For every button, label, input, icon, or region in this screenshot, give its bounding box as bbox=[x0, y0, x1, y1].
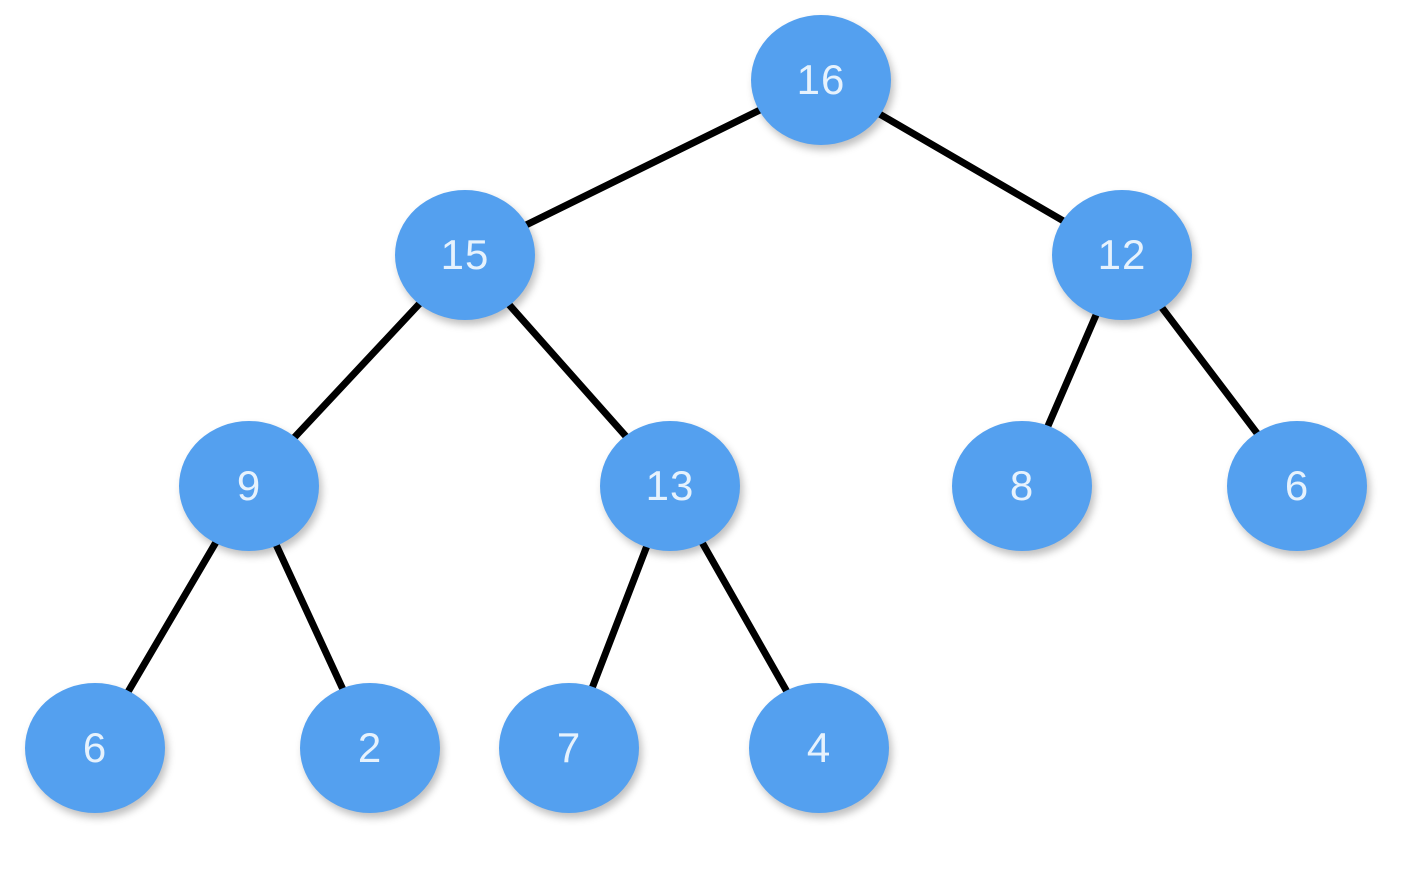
tree-node-n13: 13 bbox=[600, 421, 740, 551]
tree-node-label: 7 bbox=[556, 724, 582, 771]
tree-node-label: 15 bbox=[440, 231, 490, 278]
tree-node-n7: 7 bbox=[499, 683, 639, 813]
tree-node-n2: 2 bbox=[300, 683, 440, 813]
tree-node-label: 8 bbox=[1009, 462, 1035, 509]
tree-node-n6l: 6 bbox=[25, 683, 165, 813]
tree-node-label: 13 bbox=[645, 462, 695, 509]
tree-node-label: 9 bbox=[236, 462, 262, 509]
tree-node-n9: 9 bbox=[179, 421, 319, 551]
tree-node-label: 2 bbox=[357, 724, 383, 771]
tree-node-n4: 4 bbox=[749, 683, 889, 813]
tree-node-n16: 16 bbox=[751, 15, 891, 145]
tree-node-n12: 12 bbox=[1052, 190, 1192, 320]
tree-node-label: 6 bbox=[82, 724, 108, 771]
tree-node-label: 12 bbox=[1097, 231, 1147, 278]
tree-node-n8: 8 bbox=[952, 421, 1092, 551]
tree-node-label: 16 bbox=[796, 56, 846, 103]
tree-node-n15: 15 bbox=[395, 190, 535, 320]
tree-node-n6r: 6 bbox=[1227, 421, 1367, 551]
tree-node-label: 4 bbox=[806, 724, 832, 771]
tree-node-label: 6 bbox=[1284, 462, 1310, 509]
